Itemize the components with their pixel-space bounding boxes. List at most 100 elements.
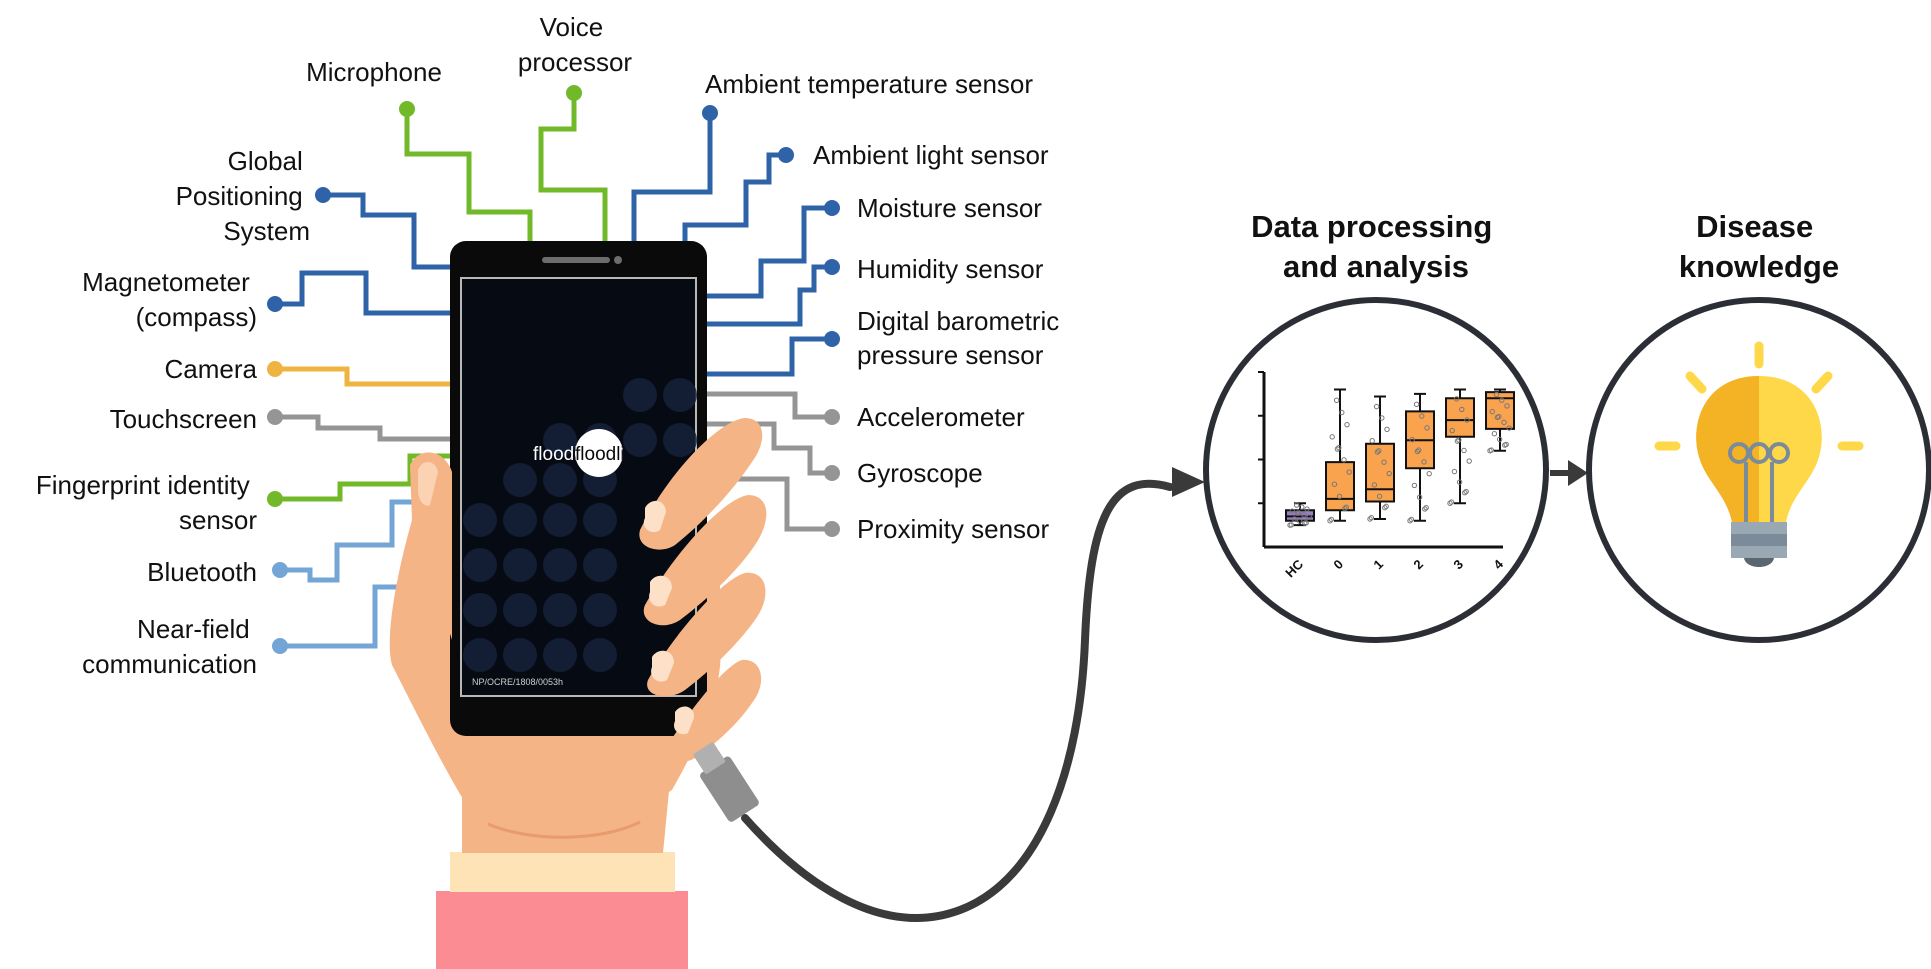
phone-speaker — [542, 257, 610, 263]
lightbulb-icon — [1654, 341, 1864, 567]
sleeve — [436, 891, 688, 969]
box-point-1-10 — [1341, 457, 1347, 463]
hand-holding-phone: floodlight floodlight NP/OCRE/1808/0053h — [389, 241, 767, 969]
dot-magnetometer — [267, 296, 283, 312]
box-point-3-2 — [1422, 506, 1428, 512]
knowledge-heading: Disease knowledge — [1679, 209, 1839, 284]
label-camera: Camera — [165, 354, 258, 384]
dot-gps — [315, 187, 331, 203]
wire-magnetometer — [275, 270, 452, 316]
processing-heading: Data processing and analysis — [1251, 209, 1501, 284]
box-point-3-12 — [1416, 447, 1422, 453]
box-point-0-4 — [1296, 518, 1303, 524]
dot-moisture — [824, 200, 840, 216]
box-point-5-11 — [1488, 447, 1495, 453]
box-4 — [1445, 397, 1475, 438]
dot-gyroscope — [824, 465, 840, 481]
box-point-0-5 — [1304, 506, 1310, 512]
box-point-1-7 — [1339, 409, 1345, 416]
wire-ambient-light — [682, 152, 786, 245]
label-microphone: Microphone — [306, 57, 442, 87]
label-ambient-light: Ambient light sensor — [813, 140, 1049, 170]
wire-touchscreen — [275, 414, 452, 442]
stage-arrow — [1550, 460, 1588, 486]
box-point-3-13 — [1423, 504, 1429, 511]
wire-voice-processor — [538, 93, 608, 245]
box-point-3-0 — [1407, 518, 1413, 524]
box-point-1-0 — [1327, 518, 1333, 524]
box-point-0-7 — [1299, 504, 1305, 510]
cable-arrowhead — [1172, 467, 1205, 497]
box-point-3-7 — [1419, 413, 1425, 419]
box-point-1-1 — [1334, 446, 1341, 452]
label-proximity: Proximity sensor — [857, 514, 1049, 544]
label-nfc: Near-field communication — [82, 614, 257, 679]
sensor-wires — [275, 93, 832, 649]
box-point-1-8 — [1346, 469, 1352, 475]
box-1 — [1325, 461, 1355, 512]
box-point-1-3 — [1329, 434, 1335, 440]
box-point-4-10 — [1461, 447, 1467, 454]
box-point-4-7 — [1459, 406, 1465, 413]
box-point-2-6 — [1371, 482, 1378, 488]
label-fingerprint: Fingerprint identity sensor — [36, 470, 257, 535]
box-point-2-13 — [1383, 503, 1389, 510]
box-point-5-3 — [1489, 408, 1495, 415]
box-point-0-8 — [1306, 514, 1312, 520]
wire-bluetooth — [280, 499, 452, 583]
box-point-5-4 — [1496, 436, 1503, 443]
box-point-3-4 — [1416, 494, 1423, 500]
label-gps: Global Positioning System — [176, 146, 310, 246]
box-point-1-12 — [1336, 444, 1342, 451]
box-point-0-11 — [1288, 522, 1295, 528]
usb-cable — [741, 479, 1174, 922]
box-point-1-2 — [1342, 505, 1348, 512]
box-point-2-9 — [1373, 403, 1380, 410]
cuff — [450, 852, 675, 892]
box-point-2-3 — [1369, 438, 1375, 444]
dot-ambient-temperature — [702, 105, 718, 121]
label-ambient-temperature: Ambient temperature sensor — [705, 69, 1033, 99]
screen-pattern — [463, 378, 697, 672]
box-point-2-2 — [1382, 504, 1388, 511]
box-point-3-11 — [1408, 516, 1415, 523]
box-point-5-12 — [1496, 413, 1502, 420]
box-point-1-4 — [1336, 493, 1343, 500]
wrist-crease — [487, 820, 641, 839]
box-point-4-9 — [1453, 396, 1460, 402]
floodlight-logo-circle — [575, 429, 623, 477]
box-point-2-11 — [1368, 515, 1375, 521]
box-point-3-8 — [1426, 470, 1432, 477]
label-bluetooth: Bluetooth — [147, 557, 257, 587]
dot-ambient-light — [778, 147, 794, 163]
wire-gyroscope — [700, 421, 832, 476]
dot-voice-processor — [566, 85, 582, 101]
dot-touchscreen — [267, 409, 283, 425]
dot-nfc — [272, 638, 288, 654]
phone-code: NP/OCRE/1808/0053h — [472, 677, 563, 687]
sensor-labels: Microphone Voice processor Ambient tempe… — [36, 12, 1059, 679]
dot-proximity — [824, 521, 840, 537]
box-point-4-5 — [1464, 417, 1470, 423]
box-point-0-10 — [1301, 512, 1307, 518]
label-moisture: Moisture sensor — [857, 193, 1042, 223]
label-gyroscope: Gyroscope — [857, 458, 983, 488]
box-point-5-9 — [1493, 391, 1500, 398]
floodlight-logo-text: floodlight — [533, 444, 610, 465]
box-point-4-2 — [1462, 489, 1468, 496]
box-point-4-8 — [1466, 458, 1472, 464]
box-point-5-13 — [1503, 441, 1509, 448]
label-magnetometer: Magnetometer (compass) — [82, 267, 257, 332]
box-point-1-6 — [1331, 481, 1338, 487]
dot-camera — [267, 361, 283, 377]
box-point-5-10 — [1501, 419, 1507, 426]
box-point-4-3 — [1449, 427, 1455, 434]
box-point-4-6 — [1451, 468, 1458, 475]
dot-accelerometer — [824, 409, 840, 425]
box-point-2-0 — [1367, 516, 1373, 522]
usb-plug — [693, 742, 759, 822]
thumbnail — [418, 461, 438, 506]
box-point-5-7 — [1499, 397, 1505, 403]
